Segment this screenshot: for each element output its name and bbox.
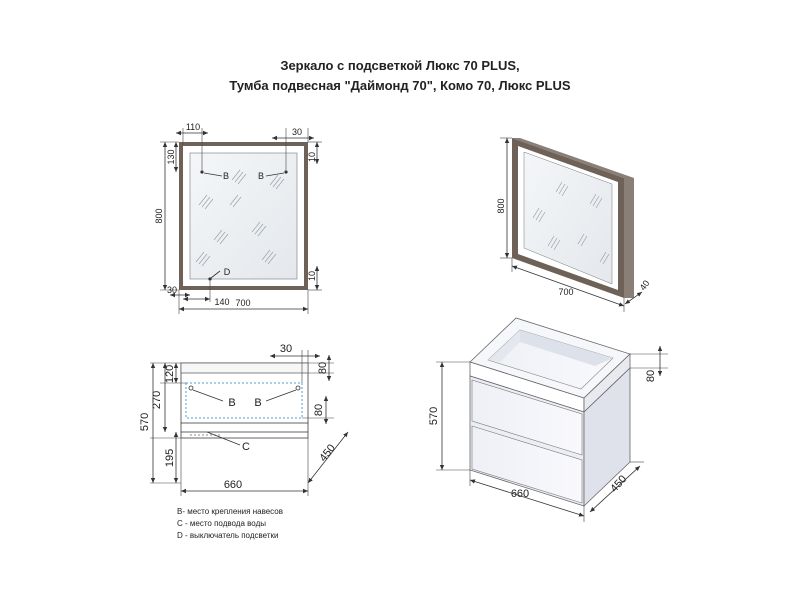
mirror-glass [189, 152, 298, 280]
mirror-glare-hatching [195, 169, 285, 267]
cabinet-front-view: B B C 30 80 80 120 270 570 195 450 [139, 343, 349, 496]
mirror-marker-b-left: B [223, 171, 229, 181]
cabinet-iso-dim-height: 570 [428, 407, 440, 425]
legend: B- место крепления навесов C - место под… [177, 506, 283, 542]
mirror-dim-top-right: 30 [292, 127, 302, 137]
cabinet-hidden-edge [185, 382, 303, 419]
cabinet-dim-depth: 450 [317, 442, 338, 464]
cabinet-marker-c: C [242, 441, 250, 453]
mirror-iso-view: 800 700 40 [496, 137, 652, 312]
legend-item-d: D - выключатель подсветки [177, 531, 279, 540]
drawing-title: Зеркало с подсветкой Люкс 70 PLUS, Тумба… [0, 56, 800, 96]
mirror-iso-dim-width: 700 [558, 287, 573, 297]
mirror-dim-top-left: 110 [186, 122, 200, 132]
cabinet-iso-view: 570 80 660 450 [428, 317, 668, 522]
cabinet-body [180, 362, 309, 439]
cabinet-marker-b-left: B [228, 397, 235, 409]
cabinet-dim-width: 660 [224, 479, 242, 491]
mirror-iso-dim-height: 800 [496, 198, 506, 213]
cabinet-dim-left-bottom: 195 [164, 449, 176, 467]
mirror-marker-b-right: B [258, 171, 264, 181]
cabinet-iso-dim-top: 80 [645, 370, 657, 382]
cabinet-marker-b-right: B [254, 397, 261, 409]
mirror-dim-bottom-left: 30 [167, 285, 177, 295]
cabinet-dim-left-top: 120 [164, 365, 176, 383]
mirror-iso-glare-hatching [532, 181, 610, 265]
mirror-dim-left-top: 130 [166, 149, 176, 164]
cabinet-top [180, 362, 309, 374]
mirror-dim-bottom-mid: 140 [214, 297, 229, 307]
title-line-1: Зеркало с подсветкой Люкс 70 PLUS, [280, 58, 520, 73]
cabinet-dim-right-mid: 80 [313, 404, 325, 416]
legend-item-c: C - место подвода воды [177, 519, 266, 528]
mirror-dim-right-top: 10 [307, 152, 317, 162]
legend-item-b: B- место крепления навесов [177, 507, 283, 516]
title-line-2: Тумба подвесная "Даймонд 70", Комо 70, Л… [229, 78, 571, 93]
cabinet-dim-top-right: 30 [280, 343, 292, 355]
mirror-front-view: B B D 110 30 800 130 10 10 30 140 [154, 122, 322, 314]
mirror-dim-right-bottom: 10 [307, 271, 317, 281]
cabinet-dim-right-top: 80 [317, 362, 329, 374]
mirror-iso-dim-depth: 40 [638, 278, 652, 292]
cabinet-dim-height: 570 [139, 413, 151, 431]
cabinet-iso-dim-width: 660 [511, 488, 529, 500]
mirror-dim-width: 700 [235, 298, 250, 308]
mirror-dim-height: 800 [154, 208, 164, 223]
mirror-marker-d: D [224, 267, 231, 277]
